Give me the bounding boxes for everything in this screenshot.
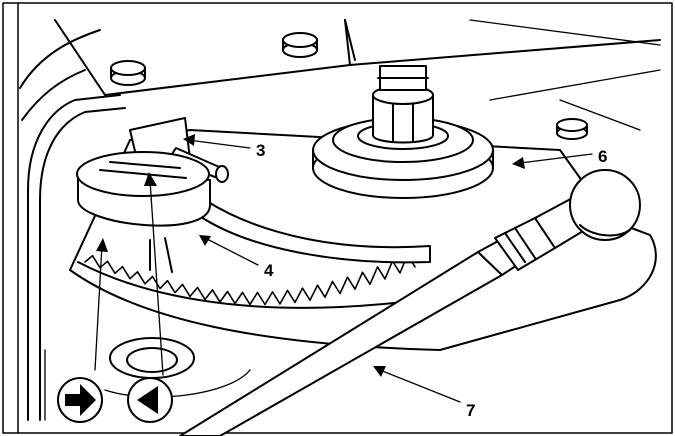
left-arrow-symbol xyxy=(127,377,173,423)
plate-bolt-center xyxy=(282,32,318,58)
callout-3: 3 xyxy=(256,141,265,160)
tie-rod xyxy=(179,169,641,436)
plate-bolt-right xyxy=(556,118,588,140)
pivot-nut xyxy=(372,65,434,144)
callout-7: 7 xyxy=(466,401,475,420)
callout-4: 4 xyxy=(264,261,274,280)
housing-outline xyxy=(19,29,126,421)
leader-arrowheads xyxy=(96,134,525,377)
plate-bolt-left xyxy=(110,60,146,86)
toothed-sector xyxy=(77,254,421,309)
sector-arc-guide xyxy=(197,199,431,264)
top-plate xyxy=(54,19,661,131)
right-arrow-symbol xyxy=(57,377,103,423)
callout-6: 6 xyxy=(598,147,607,166)
access-hole xyxy=(104,337,251,398)
leader-lines xyxy=(94,139,593,403)
adjustment-knob xyxy=(76,151,211,273)
